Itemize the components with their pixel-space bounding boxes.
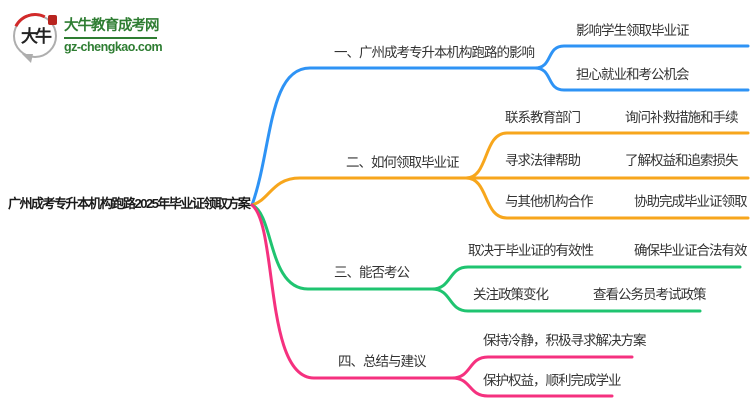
- root-node-label: 广州成考专升本机构跑路2025年毕业证领取方案: [8, 196, 251, 211]
- branch-3-child-2-connector: [430, 287, 702, 313]
- branch-1-child-2-connector: [533, 66, 750, 92]
- branch-3-child-2-label: 关注政策变化: [473, 287, 549, 302]
- branch-2-child-1-label: 联系教育部门: [505, 110, 581, 125]
- logo-text-block: 大牛教育成考网 gz-chengkao.com: [64, 14, 163, 54]
- branch-3-connector: [250, 203, 434, 291]
- branch-3-label: 三、能否考公: [334, 265, 410, 280]
- branch-4-child-1-label: 保持冷静，积极寻求解决方案: [483, 333, 646, 348]
- branch-1-child-1-label: 影响学生领取毕业证: [576, 23, 689, 38]
- branch-2-child-1-connector: [464, 131, 750, 180]
- logo-bubble-tail: [22, 54, 33, 63]
- branch-4-label: 四、总结与建议: [338, 354, 426, 369]
- logo-seal-icon: [48, 15, 57, 25]
- branch-4-child-2-label: 保护权益，顺利完成学业: [483, 373, 621, 388]
- branch-2-child-3-label: 与其他机构合作: [505, 194, 593, 209]
- branch-4-connector: [250, 203, 454, 380]
- branch-1-child-2-label: 担心就业和考公机会: [576, 67, 689, 82]
- branch-2-child-3-connector: [464, 176, 750, 220]
- site-name: 大牛教育成考网: [64, 18, 160, 34]
- branch-2-connector: [250, 176, 468, 207]
- branch-1-connector: [250, 66, 537, 207]
- branch-2-label: 二、如何领取毕业证: [346, 155, 459, 170]
- branch-2-child-1-detail: 询问补救措施和手续: [625, 110, 738, 125]
- branch-3-child-1-detail: 确保毕业证合法有效: [634, 243, 747, 258]
- logo-divider: [64, 37, 157, 39]
- site-logo[interactable]: 大牛 大牛教育成考网 gz-chengkao.com: [6, 7, 163, 65]
- branch-2-child-3-detail: 协助完成毕业证领取: [634, 194, 747, 209]
- branch-1-label: 一、广州成考专升本机构跑路的影响: [334, 45, 535, 60]
- branch-3-child-1-label: 取决于毕业证的有效性: [468, 243, 594, 258]
- branch-2-child-2-label: 寻求法律帮助: [505, 153, 581, 168]
- branch-2-child-2-detail: 了解权益和追索损失: [625, 153, 738, 168]
- branch-1-child-1-connector: [533, 44, 750, 70]
- branch-3-child-2-detail: 查看公务员考试政策: [593, 287, 706, 302]
- site-url: gz-chengkao.com: [64, 40, 163, 54]
- logo-bubble-icon: 大牛: [6, 7, 64, 65]
- branch-4-child-2-connector: [450, 376, 614, 398]
- logo-icon-text: 大牛: [21, 27, 52, 46]
